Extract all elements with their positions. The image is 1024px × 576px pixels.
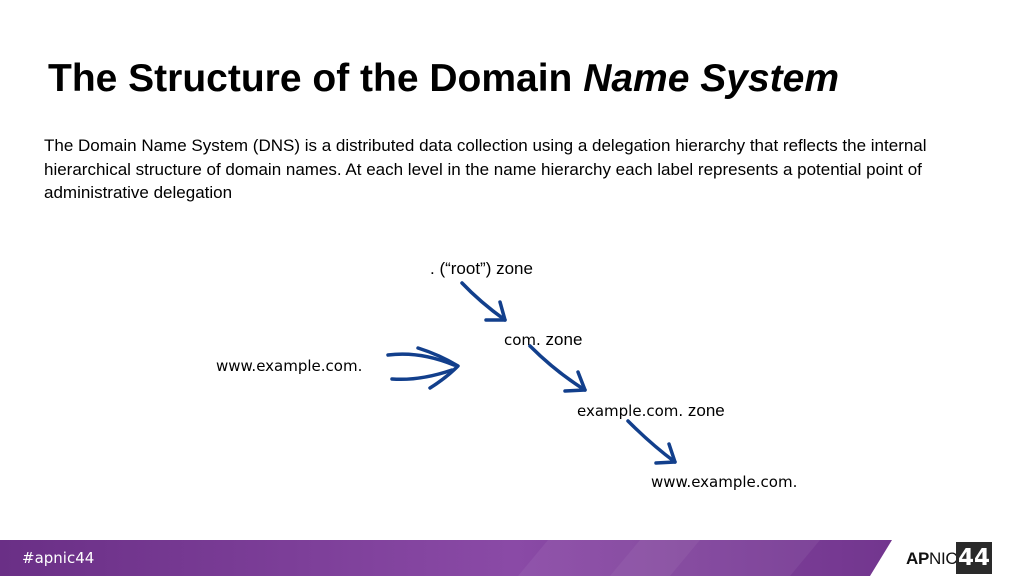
title-italic: Name System [583, 57, 840, 100]
apnic-logo: APNIC [906, 549, 958, 569]
arrow-com-to-example [528, 344, 587, 393]
logo-nic: NIC [929, 549, 958, 568]
com-zone-suffix: zone [540, 330, 583, 349]
title-regular: The Structure of the Domain [48, 57, 584, 100]
root-zone-label: . (“root”) zone [430, 259, 533, 278]
page-title: The Structure of the Domain Name System [48, 57, 840, 101]
www-final-label: www.example.com. [651, 473, 798, 491]
logo-background [870, 540, 1024, 576]
example-zone-label: example.com. zone [577, 401, 725, 421]
com-zone-name: com. [504, 331, 541, 349]
intro-paragraph: The Domain Name System (DNS) is a distri… [44, 136, 927, 202]
footer-hashtag: #apnic44 [22, 549, 95, 567]
arrow-root-to-com [460, 281, 507, 322]
double-arrow-query [386, 346, 460, 390]
footer-decoration [518, 540, 820, 576]
query-name-label: www.example.com. [216, 357, 363, 375]
footer-bar: #apnic44 APNIC [0, 540, 1024, 576]
event-number-badge: 44 [956, 542, 992, 574]
com-zone-label: com. zone [504, 330, 582, 350]
example-zone-name: example.com. [577, 402, 684, 420]
example-zone-suffix: zone [683, 401, 725, 420]
logo-ap: AP [906, 549, 930, 568]
arrow-example-to-www [626, 419, 677, 465]
